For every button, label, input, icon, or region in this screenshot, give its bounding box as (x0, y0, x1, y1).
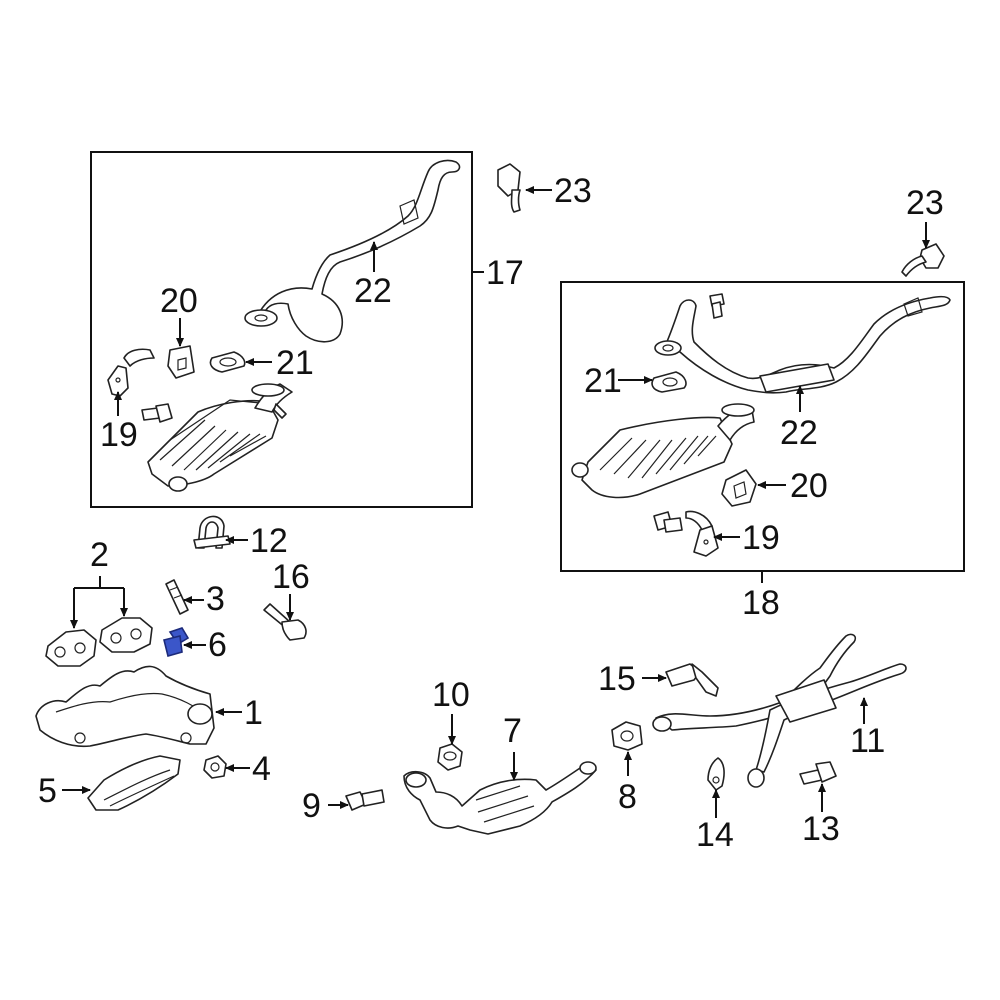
callout-17: 17 (486, 254, 524, 292)
gasket-8 (611, 721, 643, 751)
assembly-box-17 (90, 151, 473, 508)
nut-4 (203, 755, 227, 779)
hanger-19-right (685, 510, 719, 557)
nut-10 (437, 743, 463, 771)
callout-18: 18 (742, 584, 780, 622)
bolt-6-highlighted[interactable] (163, 627, 190, 657)
y-pipe-11 (652, 633, 907, 788)
callout-9: 9 (302, 787, 321, 825)
heat-shield-5 (87, 755, 181, 811)
bracket-15 (665, 663, 719, 697)
callout-10: 10 (432, 676, 470, 714)
callout-11: 11 (850, 722, 885, 760)
tailpipe-22-right (654, 295, 951, 394)
muffler-upper-left (147, 383, 293, 492)
insulator-20-upper-left (167, 345, 195, 379)
hanger-19-upper-left (107, 348, 155, 397)
callout-3: 3 (206, 580, 225, 618)
tailpipe-22-upper-left (244, 159, 461, 343)
insulator-20-right (721, 469, 757, 507)
callout-23-top: 23 (554, 172, 592, 210)
callout-12: 12 (250, 522, 288, 560)
gasket-21-upper-left (209, 351, 246, 373)
callout-20-upper: 20 (160, 282, 198, 320)
callout-5: 5 (38, 772, 57, 810)
callout-23-right: 23 (906, 184, 944, 222)
hanger-23-right (901, 243, 945, 277)
callout-14: 14 (696, 816, 734, 854)
bolt-13 (799, 761, 837, 785)
callout-19-upper: 19 (100, 416, 138, 454)
heat-shield-bracket-16 (263, 603, 307, 641)
callout-21-upper: 21 (276, 344, 314, 382)
callout-21-right: 21 (584, 362, 622, 400)
u-bolt-clamp-12 (193, 515, 231, 549)
bolt-right-lower (653, 511, 683, 533)
bolt-right-top (709, 293, 725, 319)
callout-4: 4 (252, 750, 271, 788)
bolt-9 (345, 789, 385, 811)
callout-6[interactable]: 6 (208, 626, 227, 664)
callout-16: 16 (272, 558, 310, 596)
callout-20-right: 20 (790, 467, 828, 505)
callout-1: 1 (244, 694, 263, 732)
callout-13: 13 (802, 810, 840, 848)
stud-3 (165, 579, 189, 615)
manifold-gasket-2a (45, 629, 97, 667)
catalytic-converter-7 (403, 761, 597, 835)
callout-2: 2 (90, 536, 109, 574)
callout-7: 7 (503, 712, 522, 750)
callout-labels: 1 2 3 4 5 6 7 8 9 10 11 12 13 14 15 16 1… (38, 172, 944, 854)
leader-lines (62, 186, 930, 818)
callout-22-upper: 22 (354, 272, 392, 310)
bracket-14 (707, 757, 725, 791)
callout-19-right: 19 (742, 519, 780, 557)
callout-8: 8 (618, 778, 637, 816)
bolt-upper-left (141, 403, 173, 423)
callout-15: 15 (598, 660, 636, 698)
gasket-21-right (651, 371, 687, 393)
muffler-right (571, 403, 755, 499)
hanger-23-top (497, 163, 521, 213)
manifold-gasket-2b (99, 617, 153, 653)
exhaust-manifold-1 (35, 665, 215, 748)
callout-22-right: 22 (780, 414, 818, 452)
